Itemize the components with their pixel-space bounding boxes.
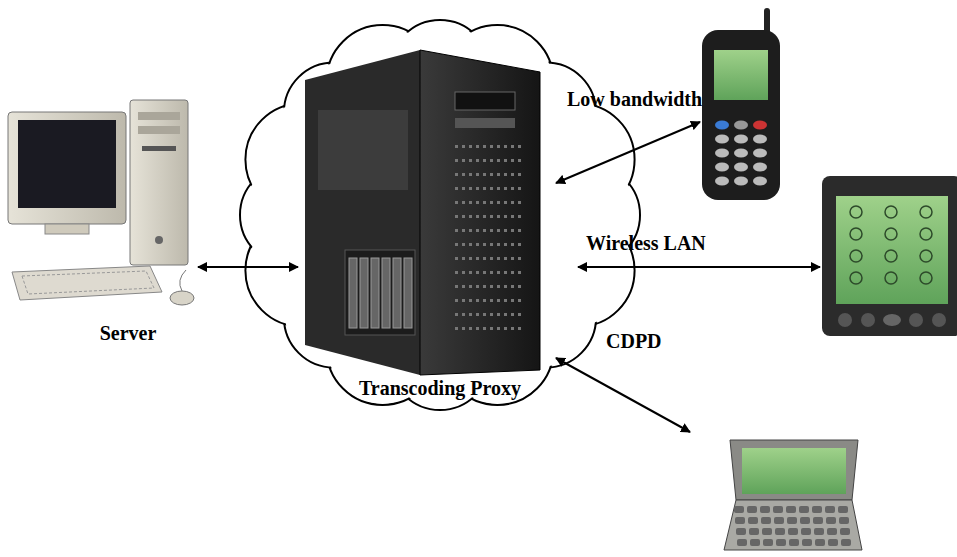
proxy-node: Transcoding Proxy xyxy=(298,45,582,400)
palm-pda xyxy=(822,176,957,336)
server-node: Server xyxy=(58,100,198,345)
connector-arrow xyxy=(198,266,298,268)
two-way-pager xyxy=(724,440,862,550)
cloud-outline xyxy=(240,20,640,410)
node-label: Transcoding Proxy xyxy=(298,377,582,400)
proxy-server xyxy=(305,50,540,375)
link-label: Low bandwidth xyxy=(567,88,702,111)
mobile-phone xyxy=(702,8,780,200)
desktop-computer xyxy=(8,100,194,305)
link-label: Wireless LAN xyxy=(586,232,706,255)
node-label: Server xyxy=(58,322,198,345)
link-label: CDPD xyxy=(606,330,662,353)
